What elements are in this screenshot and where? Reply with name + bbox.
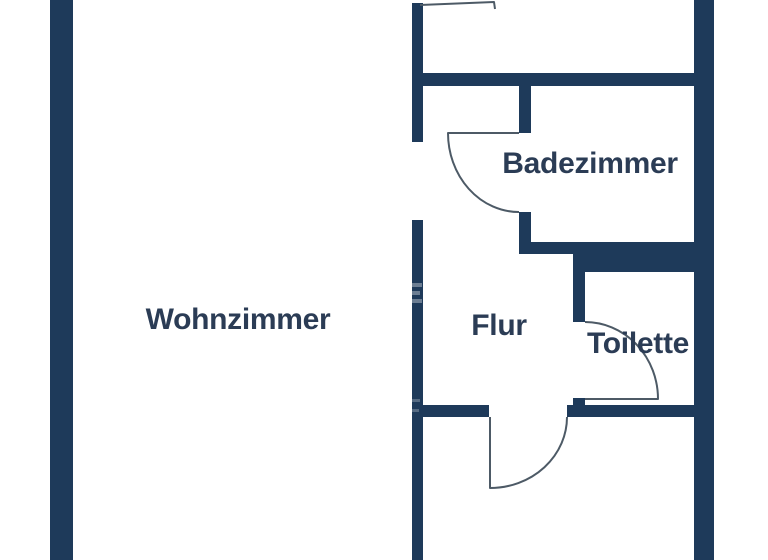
watermark-mark-1 [409,291,420,295]
door-badezimmer [447,132,520,213]
wall-flur-left-upper [412,3,423,142]
wall-bad-left-upper [519,86,531,133]
watermark-mark-0 [409,283,422,287]
wall-flur-bottom-left [412,405,489,417]
watermark-mark-2 [409,299,422,303]
watermark-mark-3 [411,399,420,402]
room-label-badezimmer: Badezimmer [502,147,678,180]
wall-toilette-top [576,254,694,272]
wall-outer-left [50,0,73,560]
wall-entry-bottom [412,73,694,86]
watermark-mark-4 [411,409,419,412]
wall-flur-bottom-right [567,405,694,417]
wall-outer-right [694,0,714,560]
wall-flur-left-lower [412,220,423,560]
room-label-flur: Flur [471,309,527,342]
wall-bad-left-lower [519,212,531,243]
wall-toilette-left [573,243,585,322]
door-flur [489,416,568,489]
wall-bad-bottom [519,242,694,254]
room-label-toilette: Toilette [586,327,690,360]
door-entry-top [419,1,496,10]
door-toilette [584,321,659,400]
room-label-wohnzimmer: Wohnzimmer [145,303,331,336]
